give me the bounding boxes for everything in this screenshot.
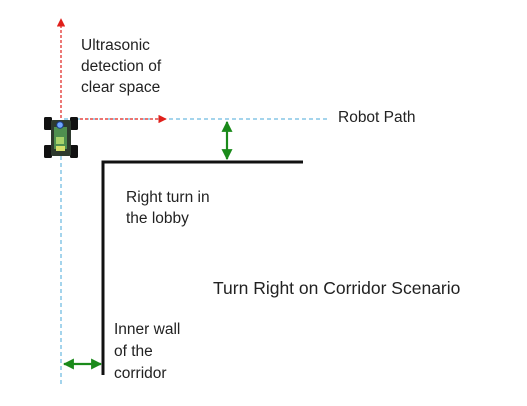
right-turn-label-line-1: Right turn in xyxy=(126,189,210,206)
robot-path-label: Robot Path xyxy=(338,109,416,126)
ultrasonic-label-line-3: clear space xyxy=(81,79,161,96)
right-turn-label-line-2: the lobby xyxy=(126,210,189,227)
inner-wall xyxy=(101,160,303,375)
robot-car-icon xyxy=(44,117,78,158)
ultrasonic-label-line-2: detection of xyxy=(81,58,162,75)
inner-wall-label-line-2: of the xyxy=(114,343,153,360)
ultrasonic-label-line-1: Ultrasonic xyxy=(81,37,150,54)
inner-wall-label-line-3: corridor xyxy=(114,365,167,382)
inner-wall-label-line-1: Inner wall xyxy=(114,321,181,338)
scenario-title: Turn Right on Corridor Scenario xyxy=(213,278,461,298)
